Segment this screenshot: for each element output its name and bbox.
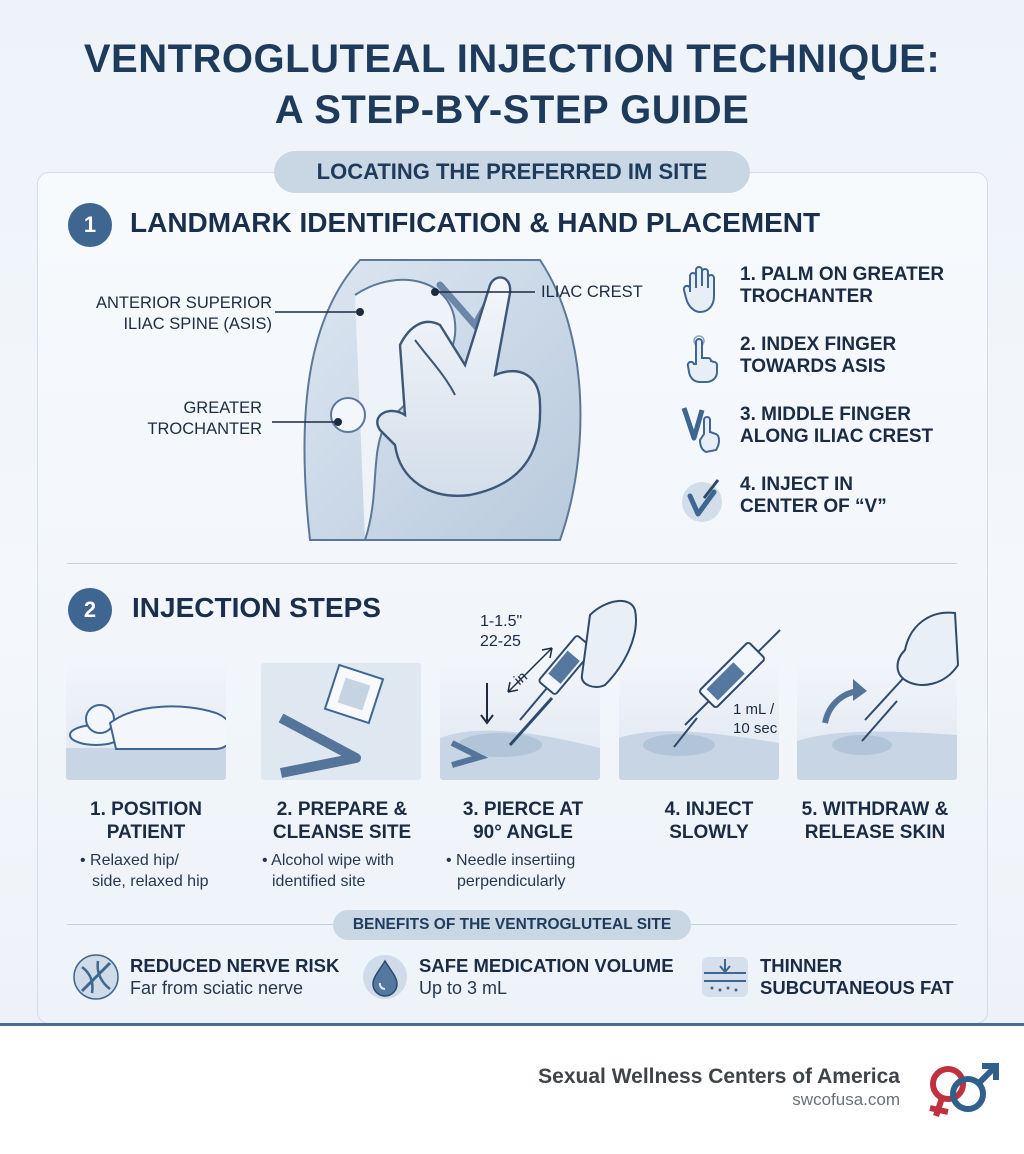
injection-rate-label: 1 mL / 10 sec [733,700,777,738]
needle-gauge-text: 22-25 [480,633,521,650]
injection-step-3-title: 3. PIERCE AT 90° ANGLE [438,798,608,844]
benefits-divider-right [691,924,957,925]
needle-length-arrow [507,647,553,693]
landmark-step-2-line-1: 2. INDEX FINGER [740,334,897,355]
injection-step-2-line-2: CLEANSE SITE [272,822,412,843]
step-1-panel [66,663,226,780]
greater-trochanter-label: GREATER TROCHANTER [100,398,262,440]
inject-slowly-illustration [619,717,779,780]
nerve-cross-icon [73,954,119,1000]
landmark-step-1-line-2: TROCHANTER [740,286,873,307]
title-line-1: VENTROGLUTEAL INJECTION TECHNIQUE: [83,37,941,81]
section-1-number-badge: 1 [68,203,112,247]
benefit-1-title: REDUCED NERVE RISK [130,955,340,976]
benefit-item-1: REDUCED NERVE RISK Far from sciatic nerv… [72,953,339,1001]
landmark-step-2-line-2: TOWARDS ASIS [740,356,886,377]
locating-site-pill: LOCATING THE PREFERRED IM SITE [274,151,750,193]
hand-drawing [376,276,542,497]
needle-length-text: 1-1.5" [480,613,523,630]
syringe-hand-pierce-illustration [519,600,637,721]
v-fingers-icon [681,407,720,454]
asis-label-line-2: ILIAC SPINE (ASIS) [123,315,272,333]
landmark-step-3-line-2: ALONG ILIAC CREST [740,426,934,447]
section-1-title: LANDMARK IDENTIFICATION & HAND PLACEMENT [130,207,821,238]
gender-symbols-logo [929,1063,999,1117]
page-title: VENTROGLUTEAL INJECTION TECHNIQUE: A STE… [0,34,1024,136]
landmark-step-4-line-2: CENTER OF “V” [740,496,887,517]
injection-step-3-note-line-1: • Needle insertiing [446,852,576,869]
injection-rate-line-1: 1 mL / [733,701,775,718]
title-line-2: A STEP-BY-STEP GUIDE [274,88,750,132]
injection-step-2-note: • Alcohol wipe with identified site [262,850,394,892]
injection-step-3-note: • Needle insertiing perpendicularly [446,850,575,892]
landmark-step-3: 3. MIDDLE FINGER ALONG ILIAC CREST [680,404,933,454]
benefit-1-subtitle: Far from sciatic nerve [130,978,304,998]
v-syringe-icon [682,479,722,522]
benefit-item-2: SAFE MEDICATION VOLUME Up to 3 mL [361,953,674,1001]
step-3-panel [440,663,600,780]
section-divider-1 [67,563,957,564]
withdraw-illustration [797,679,957,780]
benefit-3-title: THINNER [760,955,843,976]
trochanter-label-line-1: GREATER [183,399,262,417]
asis-label: ANTERIOR SUPERIOR ILIAC SPINE (ASIS) [60,293,272,335]
skin-layer-icon [702,957,748,997]
footer-rule [0,1023,1024,1026]
injection-step-2-title: 2. PREPARE & CLEANSE SITE [257,798,427,844]
injection-step-3-note-line-2: perpendicularly [457,873,566,890]
benefits-divider-left [67,924,333,925]
asis-label-line-1: ANTERIOR SUPERIOR [95,294,272,312]
injection-step-1-line-1: 1. POSITION [90,799,202,820]
benefit-item-3: THINNER SUBCUTANEOUS FAT [700,953,954,1001]
cleanse-site-illustration [261,663,421,780]
injection-step-4-line-2: SLOWLY [669,822,749,843]
syringe-inject-illustration [684,629,781,726]
brand-name: Sexual Wellness Centers of America [538,1065,900,1088]
patient-lying-illustration [66,704,226,780]
hand-withdraw-illustration [864,611,960,721]
section-2-title: INJECTION STEPS [132,592,381,623]
benefit-3-subtitle: SUBCUTANEOUS FAT [760,977,954,998]
landmark-step-4-line-1: 4. INJECT IN [740,474,853,495]
injection-step-2-note-line-1: • Alcohol wipe with [262,852,394,869]
benefit-2-title: SAFE MEDICATION VOLUME [419,955,674,976]
brand-url: swcofusa.com [792,1090,900,1109]
injection-step-3-line-2: 90° ANGLE [473,822,573,843]
landmark-step-1: 1. PALM ON GREATER TROCHANTER [680,264,944,314]
injection-step-2-note-line-2: identified site [272,873,366,890]
injection-step-1-note-line-2: side, relaxed hip [92,873,209,890]
injection-step-1-line-2: PATIENT [106,822,186,843]
injection-step-4-line-1: 4. INJECT [664,799,754,820]
landmark-step-4: 4. INJECT IN CENTER OF “V” [680,474,887,524]
hip-hand-illustration [303,259,582,541]
droplet-icon [363,955,407,999]
step-4-panel [619,663,779,780]
injection-step-3-line-1: 3. PIERCE AT [462,799,584,820]
needle-size-label: 1-1.5" 22-25 [480,612,522,652]
trochanter-label-line-2: TROCHANTER [147,420,262,438]
open-hand-icon [682,266,715,314]
injection-step-4-title: 4. INJECT SLOWLY [624,798,794,844]
injection-step-5-line-1: 5. WITHDRAW & [801,799,949,820]
landmark-step-1-line-1: 1. PALM ON GREATER [740,264,945,285]
injection-step-2-line-1: 2. PREPARE & [276,799,408,820]
benefits-pill: BENEFITS OF THE VENTROGLUTEAL SITE [333,910,691,940]
iliac-crest-label: ILIAC CREST [541,283,643,301]
label-leader-lines [272,288,535,426]
injection-step-1-title: 1. POSITION PATIENT [61,798,231,844]
injection-rate-line-2: 10 sec [733,720,778,737]
injection-step-1-note-line-1: • Relaxed hip/ [80,852,179,869]
pierce-illustration [440,683,600,780]
landmark-step-2: 2. INDEX FINGER TOWARDS ASIS [680,334,896,384]
injection-step-1-note: • Relaxed hip/ side, relaxed hip [80,850,209,892]
injection-step-5-title: 5. WITHDRAW & RELEASE SKIN [790,798,960,844]
landmark-step-3-line-1: 3. MIDDLE FINGER [740,404,912,425]
injection-step-5-line-2: RELEASE SKIN [804,822,946,843]
benefit-2-subtitle: Up to 3 mL [419,978,508,998]
section-2-number-badge: 2 [68,588,112,632]
pointing-finger-icon [686,335,718,383]
index-finger-line [414,339,456,396]
step-2-panel [261,663,421,780]
